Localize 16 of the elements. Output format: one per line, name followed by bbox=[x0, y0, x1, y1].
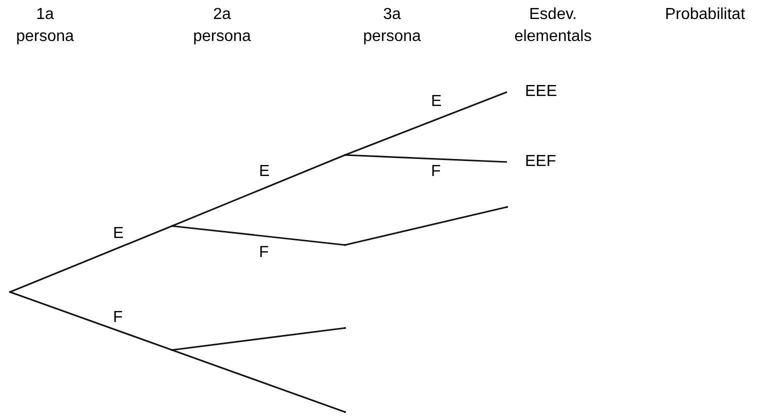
branch-line bbox=[172, 327, 346, 351]
branch-line bbox=[172, 349, 346, 413]
branch-line bbox=[344, 154, 508, 163]
branch-line bbox=[344, 91, 508, 156]
column-header: Esdev. elementals bbox=[513, 5, 593, 47]
outcome-label: EEE bbox=[525, 82, 558, 102]
branch-line bbox=[10, 291, 172, 351]
branch-line bbox=[172, 154, 346, 227]
branch-line bbox=[10, 225, 172, 293]
column-header: Probabilitat bbox=[664, 5, 746, 25]
column-header: 2a persona bbox=[192, 5, 252, 47]
branch-line bbox=[172, 225, 346, 246]
outcome-label: EEF bbox=[525, 152, 556, 172]
column-header: 1a persona bbox=[15, 5, 75, 47]
branch-line bbox=[344, 206, 508, 246]
column-header: 3a persona bbox=[362, 5, 422, 47]
